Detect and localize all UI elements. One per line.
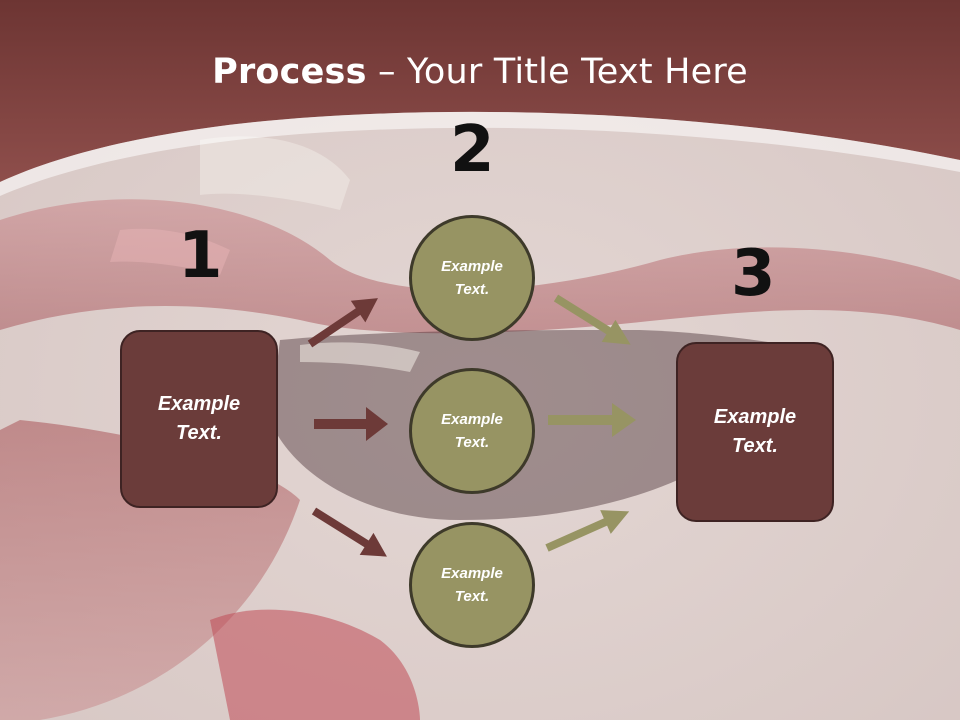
left-box: Example Text.	[120, 330, 278, 508]
step-number-2: 2	[450, 113, 495, 187]
circle-bottom: Example Text.	[409, 522, 535, 648]
title-rest: – Your Title Text Here	[366, 52, 748, 92]
step-number-1: 1	[178, 219, 223, 293]
arrow-left-down	[311, 507, 387, 557]
circle-bottom-text: Example Text.	[441, 565, 503, 605]
circle-middle: Example Text.	[409, 368, 535, 494]
left-box-text: Example Text.	[157, 393, 241, 444]
arrow-right-up	[553, 294, 631, 345]
circle-middle-text: Example Text.	[441, 411, 503, 451]
arrow-left-up	[307, 298, 378, 348]
arrow-right-down	[545, 510, 630, 552]
arrow-left-middle	[314, 407, 388, 441]
slide-title: Process – Your Title Text Here	[0, 52, 960, 92]
title-bold: Process	[212, 52, 367, 92]
circle-top-text: Example Text.	[441, 258, 503, 298]
circle-top: Example Text.	[409, 215, 535, 341]
step-number-3: 3	[731, 237, 776, 311]
right-box: Example Text.	[676, 342, 834, 522]
right-box-text: Example Text.	[713, 406, 797, 457]
arrow-right-middle	[548, 403, 636, 437]
